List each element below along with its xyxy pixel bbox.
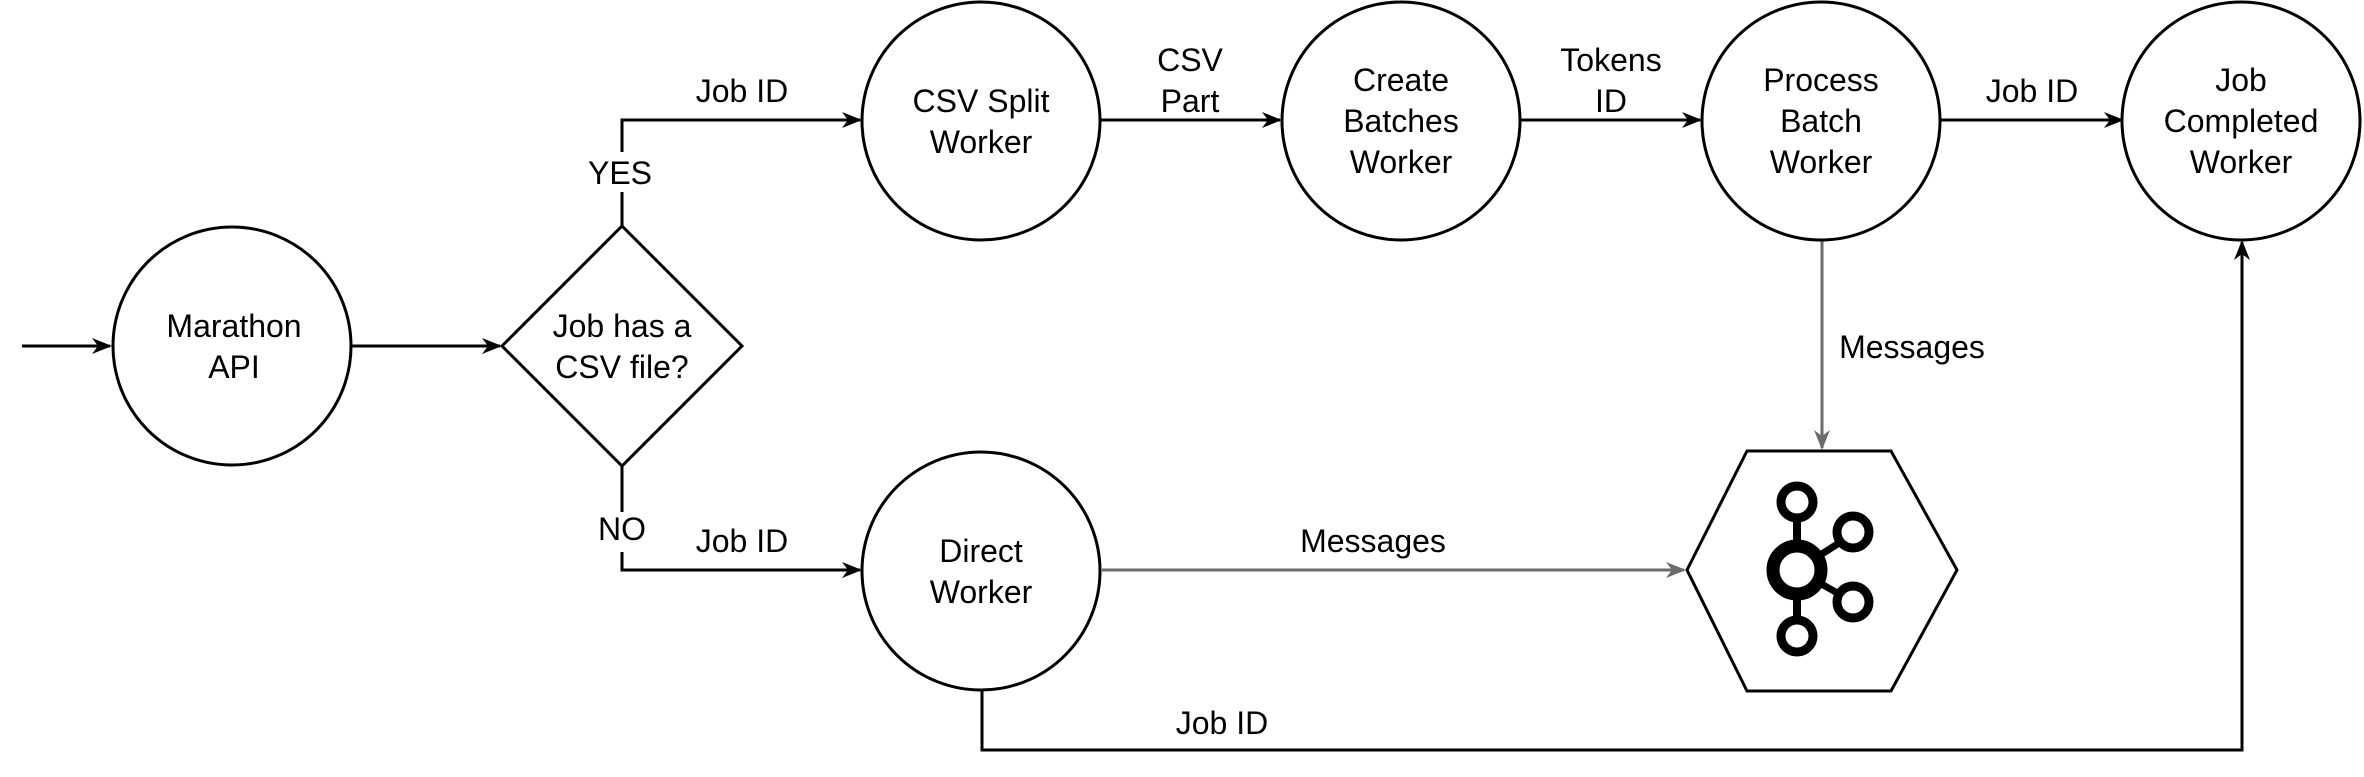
node-label-line: Create (1353, 62, 1449, 98)
kafka-icon (1766, 481, 1874, 657)
edge-label-yes: YES (588, 155, 652, 191)
edge-label-job-id: Job ID (1986, 73, 2078, 109)
node-label-line: Worker (2190, 144, 2293, 180)
node-label-line: API (208, 349, 260, 385)
edge-label-messages: Messages (1300, 523, 1446, 559)
node-label-line: Marathon (166, 308, 301, 344)
node-label-line: Worker (930, 124, 1033, 160)
node-label-line: Direct (939, 533, 1023, 569)
edge-label-job-id: Job ID (1176, 705, 1268, 741)
edge-label-no: NO (598, 511, 646, 547)
node-decision-csv: Job has a CSV file? (499, 223, 745, 469)
node-label-line: Worker (1770, 144, 1873, 180)
edge-label-tokens-id: Tokens (1560, 42, 1661, 78)
node-label-line: Worker (930, 574, 1033, 610)
node-label-line: Job (2215, 62, 2267, 98)
edge-label-csv-part: CSV (1157, 42, 1223, 78)
edge-label-job-id: Job ID (696, 523, 788, 559)
node-label-line: Worker (1350, 144, 1453, 180)
edge-direct-worker-to-job-completed (980, 240, 2250, 752)
node-label-line: Process (1763, 62, 1879, 98)
node-kafka (1685, 449, 1959, 693)
node-label-line: Batches (1343, 103, 1459, 139)
edge-label-tokens-id: ID (1595, 83, 1627, 119)
node-label-line: Batch (1780, 103, 1862, 139)
edge-label-csv-part: Part (1161, 83, 1220, 119)
node-label-line: CSV file? (555, 349, 688, 385)
node-label-line: Job has a (553, 308, 692, 344)
node-label-line: CSV Split (913, 83, 1050, 119)
edge-no-to-direct-worker (620, 466, 862, 578)
edge-label-messages: Messages (1839, 329, 1985, 365)
node-label-line: Completed (2164, 103, 2319, 139)
edge-label-job-id: Job ID (696, 73, 788, 109)
